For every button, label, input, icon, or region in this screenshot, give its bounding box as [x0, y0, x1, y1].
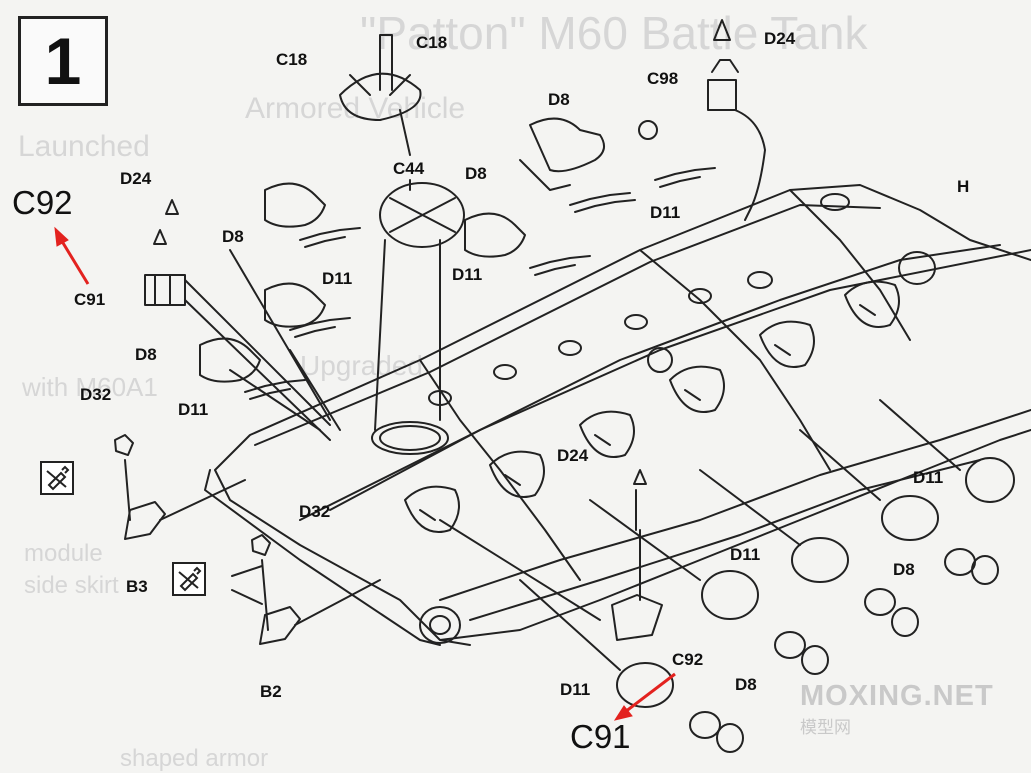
part-label-d11: D11: [730, 545, 761, 564]
part-label-d8: D8: [893, 560, 915, 579]
part-label-d11: D11: [650, 203, 681, 222]
glue-tube-icon: [40, 461, 74, 495]
part-label-c91: C91: [74, 290, 106, 309]
part-label-c44: C44: [393, 159, 425, 178]
part-label-d11: D11: [322, 269, 353, 288]
part-label-d32: D32: [80, 385, 112, 404]
part-label-c18: C18: [416, 33, 448, 52]
step-number-box: 1: [18, 16, 108, 106]
part-label-d32: D32: [299, 502, 331, 521]
part-label-d8: D8: [222, 227, 244, 246]
part-label-d8: D8: [735, 675, 757, 694]
part-label-d11: D11: [452, 265, 483, 284]
watermark-sub: 模型网: [800, 718, 851, 737]
callout-c92: C92: [12, 184, 73, 221]
part-label-d24: D24: [120, 169, 152, 188]
step-number: 1: [44, 24, 82, 98]
part-label-d24: D24: [764, 29, 796, 48]
part-label-d8: D8: [548, 90, 570, 109]
part-label-b2: B2: [260, 682, 282, 701]
part-label-c92: C92: [672, 650, 704, 669]
part-label-c18: C18: [276, 50, 308, 69]
part-label-d11: D11: [560, 680, 591, 699]
part-label-b3: B3: [126, 577, 148, 596]
part-label-d8: D8: [465, 164, 487, 183]
part-label-d11: D11: [913, 468, 944, 487]
part-label-h: H: [957, 177, 970, 196]
part-label-d8: D8: [135, 345, 157, 364]
callout-c91: C91: [570, 718, 631, 755]
watermark-logo: MOXING.NET: [800, 680, 994, 712]
glue-tube-icon: [172, 562, 206, 596]
part-label-d11: D11: [178, 400, 209, 419]
part-label-c98: C98: [647, 69, 679, 88]
part-label-d24: D24: [557, 446, 589, 465]
